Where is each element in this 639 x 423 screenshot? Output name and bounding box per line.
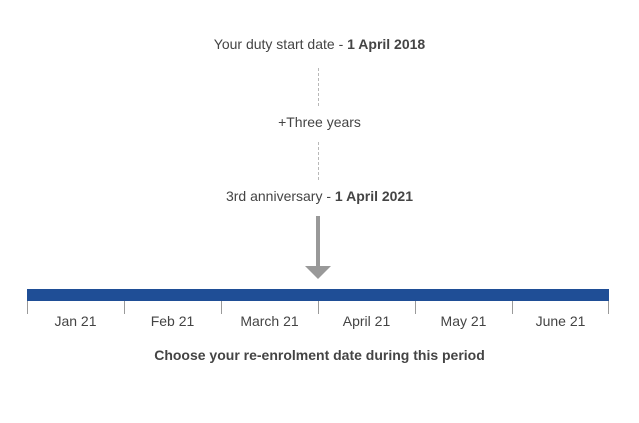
timeline-tick: [27, 301, 28, 314]
timeline-month-label: March 21: [240, 313, 299, 329]
timeline-month-label: April 21: [342, 313, 391, 329]
connector-dashed-line-upper: [318, 68, 319, 106]
timeline-month-label: Jan 21: [54, 313, 97, 329]
timeline-month-label: May 21: [440, 313, 487, 329]
timeline-tick: [124, 301, 125, 314]
duty-start-date-label: Your duty start date - 1 April 2018: [0, 35, 639, 53]
re-enrolment-caption: Choose your re-enrolment date during thi…: [154, 347, 485, 363]
anniversary-date-prefix: 3rd anniversary -: [225, 188, 335, 204]
timeline-tick: [318, 301, 319, 314]
timeline-tick: [415, 301, 416, 314]
timeline-tick: [512, 301, 513, 314]
duty-start-date-prefix: Your duty start date -: [213, 36, 348, 52]
timeline-month-label: June 21: [535, 313, 586, 329]
down-arrow-icon: [305, 216, 331, 279]
anniversary-date-value: 1 April 2021: [334, 188, 414, 204]
duty-start-date-value: 1 April 2018: [347, 36, 426, 52]
timeline-tick: [221, 301, 222, 314]
timeline-tick: [608, 301, 609, 314]
anniversary-date-label: 3rd anniversary - 1 April 2021: [0, 187, 639, 205]
connector-dashed-line-lower: [318, 142, 319, 180]
interval-label: +Three years: [278, 114, 361, 130]
timeline-bar: [27, 289, 609, 301]
timeline-month-label: Feb 21: [150, 313, 195, 329]
